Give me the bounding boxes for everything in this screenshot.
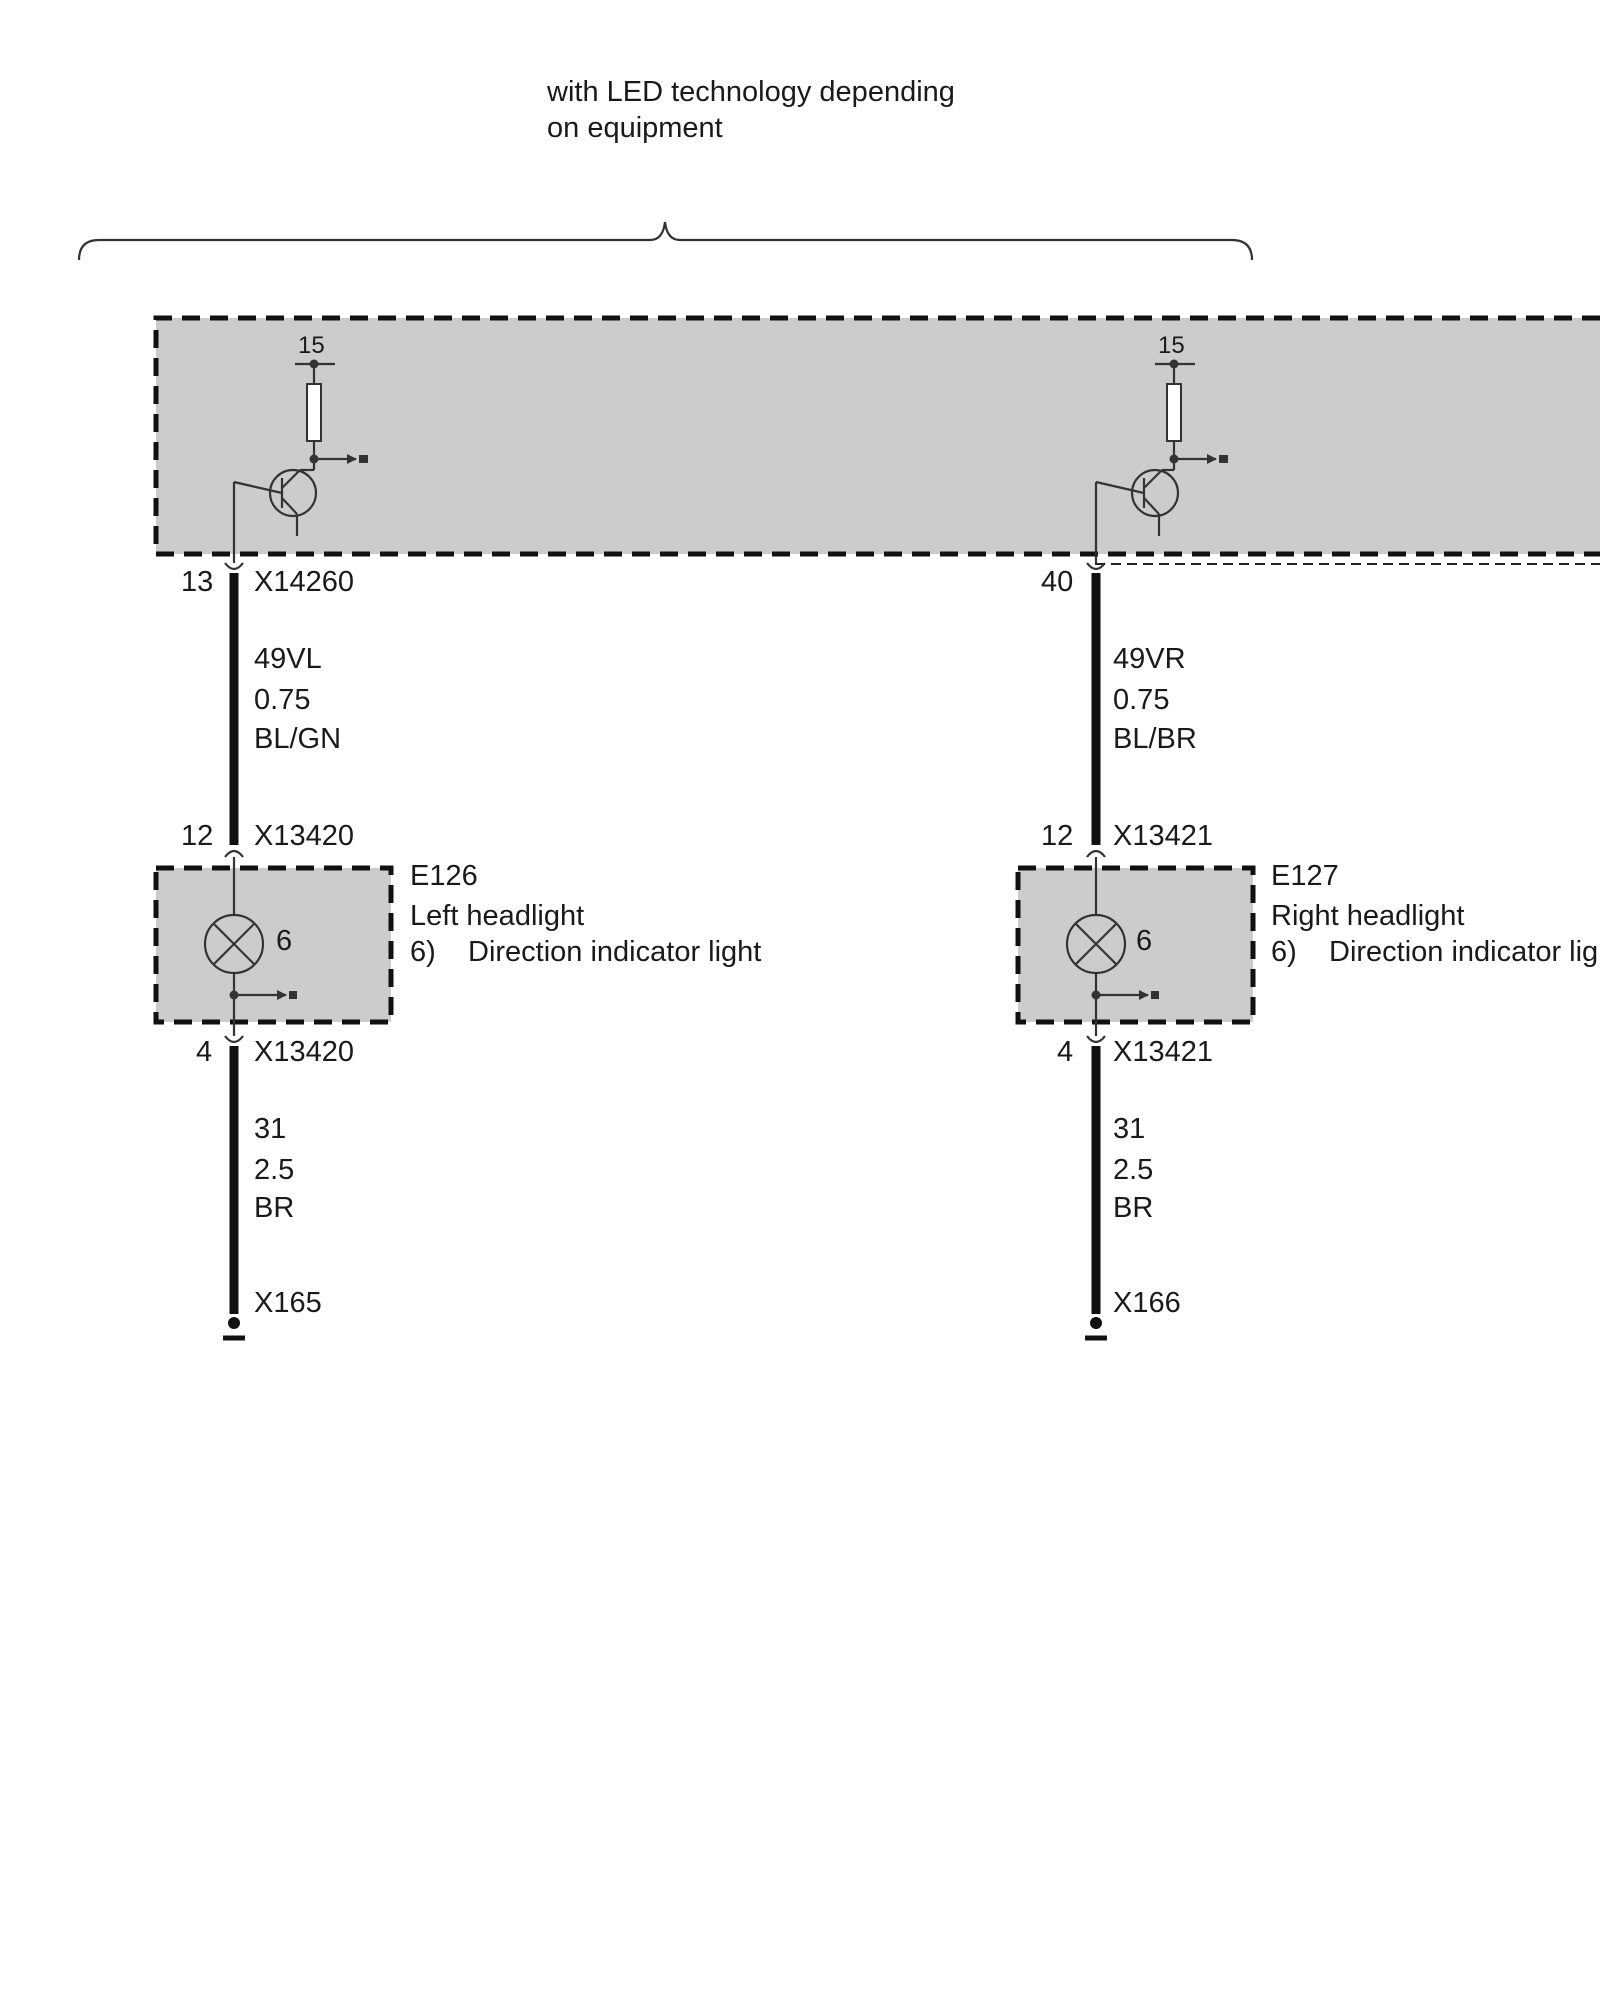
left-ground-wire-color: BR	[254, 1192, 294, 1224]
right-ground-wire-color: BR	[1113, 1192, 1153, 1224]
left-note-ref: 6)	[410, 936, 436, 968]
left-wire-id: 49VL	[254, 643, 322, 675]
right-lamp-out-pin: 4	[1057, 1036, 1073, 1068]
left-lamp-in-pin: 12	[181, 820, 213, 852]
left-bulb-icon	[203, 913, 265, 975]
right-ground-point: X166	[1113, 1287, 1181, 1319]
left-lamp-out-pin: 4	[196, 1036, 212, 1068]
left-wire-color: BL/GN	[254, 723, 341, 755]
grouping-brace	[77, 221, 1254, 261]
left-upper-connector-arc	[224, 562, 244, 571]
right-upper-pin: 40	[1041, 566, 1073, 598]
left-note-text: Direction indicator light	[468, 936, 761, 968]
left-driver-circuit	[232, 359, 368, 563]
right-supply-label: 15	[1158, 332, 1185, 359]
right-bulb-icon	[1065, 913, 1127, 975]
left-lamp-out-connector: X13420	[254, 1036, 354, 1068]
right-ground-wire-size: 2.5	[1113, 1154, 1153, 1186]
right-lamp-out-arc	[1086, 1035, 1106, 1044]
right-component-id: E127	[1271, 860, 1339, 892]
left-bulb-number: 6	[276, 925, 292, 957]
left-headlight-box	[153, 865, 394, 1025]
right-lamp-in-connector: X13421	[1113, 820, 1213, 852]
right-bulb-number: 6	[1136, 925, 1152, 957]
control-unit-box	[153, 315, 1600, 557]
left-supply-label: 15	[298, 332, 325, 359]
left-upper-pin: 13	[181, 566, 213, 598]
left-upper-connector: X14260	[254, 566, 354, 598]
right-upper-connector-arc	[1086, 562, 1106, 571]
led-note-line2: on equipment	[547, 112, 723, 144]
left-ground-wire-size: 2.5	[254, 1154, 294, 1186]
right-ground-dot	[1090, 1317, 1102, 1329]
left-ground-dot	[228, 1317, 240, 1329]
left-lamp-in-arc	[224, 849, 244, 858]
right-wire-color: BL/BR	[1113, 723, 1197, 755]
right-headlight-box	[1015, 865, 1256, 1025]
left-ground-wire-id: 31	[254, 1113, 286, 1145]
right-wire-size: 0.75	[1113, 684, 1169, 716]
right-driver-circuit	[1094, 359, 1228, 563]
left-component-id: E126	[410, 860, 478, 892]
right-lamp-out-connector: X13421	[1113, 1036, 1213, 1068]
left-ground-point: X165	[254, 1287, 322, 1319]
right-ground-wire-id: 31	[1113, 1113, 1145, 1145]
left-wire-size: 0.75	[254, 684, 310, 716]
led-note-line1: with LED technology depending	[546, 76, 955, 108]
left-lamp-out-arc	[224, 1035, 244, 1044]
right-component-name: Right headlight	[1271, 900, 1464, 932]
right-wire-id: 49VR	[1113, 643, 1186, 675]
left-lamp-in-connector: X13420	[254, 820, 354, 852]
right-note-ref: 6)	[1271, 936, 1297, 968]
right-lamp-in-arc	[1086, 849, 1106, 858]
right-note-text: Direction indicator light	[1329, 936, 1600, 968]
right-lamp-in-pin: 12	[1041, 820, 1073, 852]
left-component-name: Left headlight	[410, 900, 584, 932]
